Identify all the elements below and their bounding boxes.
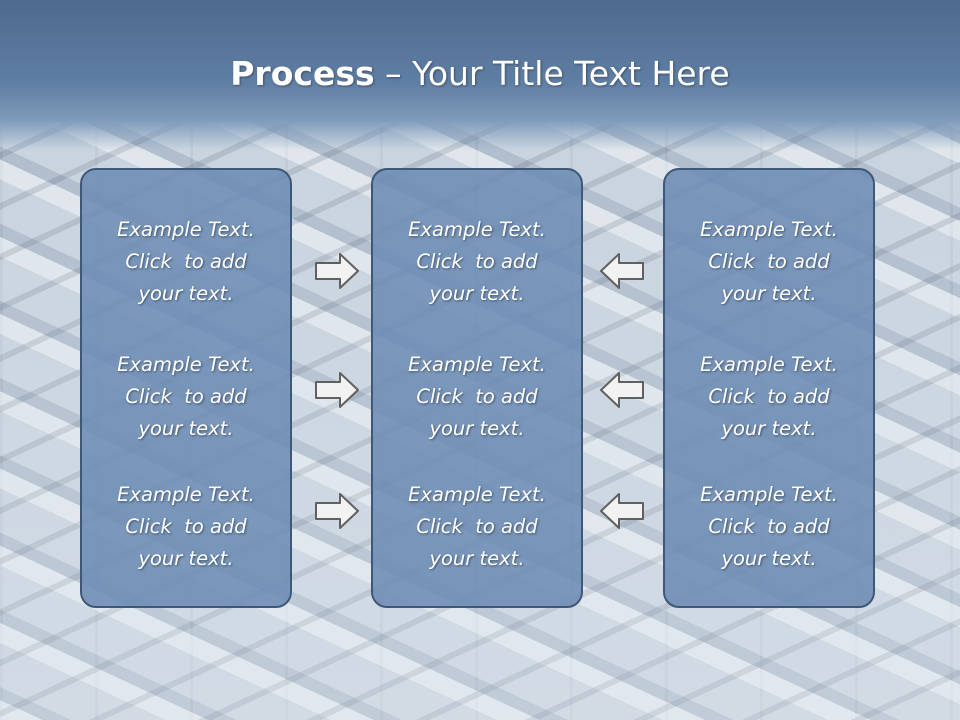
right-arrow-icon — [315, 253, 359, 289]
text-line: your text. — [429, 547, 525, 570]
right-arrow-icon — [315, 372, 359, 408]
text-line: Example Text. — [117, 218, 255, 241]
text-block[interactable]: Example Text. Click to add your text. — [665, 349, 873, 445]
slide-title-bold: Process — [230, 54, 375, 93]
text-line: Click to add — [125, 515, 247, 538]
text-line: Click to add — [416, 385, 538, 408]
text-line: Example Text. — [700, 353, 838, 376]
text-line: your text. — [429, 417, 525, 440]
text-line: your text. — [721, 547, 817, 570]
text-block[interactable]: Example Text. Click to add your text. — [665, 214, 873, 310]
left-arrow-icon — [600, 493, 644, 529]
text-line: your text. — [429, 282, 525, 305]
text-block[interactable]: Example Text. Click to add your text. — [373, 214, 581, 310]
text-line: your text. — [138, 417, 234, 440]
text-line: Example Text. — [408, 483, 546, 506]
text-line: Example Text. — [408, 353, 546, 376]
left-arrow-icon — [600, 253, 644, 289]
right-arrow-icon — [315, 493, 359, 529]
title-bar — [0, 0, 960, 150]
text-line: your text. — [138, 282, 234, 305]
process-column-left[interactable]: Example Text. Click to add your text. Ex… — [80, 168, 292, 608]
slide-title-rest: – Your Title Text Here — [374, 54, 730, 93]
text-line: your text. — [138, 547, 234, 570]
text-line: Click to add — [708, 385, 830, 408]
text-block[interactable]: Example Text. Click to add your text. — [373, 479, 581, 575]
text-block[interactable]: Example Text. Click to add your text. — [665, 479, 873, 575]
text-line: Example Text. — [117, 353, 255, 376]
text-line: Click to add — [125, 385, 247, 408]
text-line: Click to add — [416, 250, 538, 273]
text-block[interactable]: Example Text. Click to add your text. — [82, 349, 290, 445]
left-arrow-icon — [600, 372, 644, 408]
process-column-center[interactable]: Example Text. Click to add your text. Ex… — [371, 168, 583, 608]
text-line: Example Text. — [700, 483, 838, 506]
text-block[interactable]: Example Text. Click to add your text. — [82, 214, 290, 310]
process-column-right[interactable]: Example Text. Click to add your text. Ex… — [663, 168, 875, 608]
text-line: your text. — [721, 282, 817, 305]
text-line: Click to add — [708, 250, 830, 273]
text-line: your text. — [721, 417, 817, 440]
text-line: Click to add — [416, 515, 538, 538]
text-line: Click to add — [125, 250, 247, 273]
text-line: Example Text. — [700, 218, 838, 241]
text-block[interactable]: Example Text. Click to add your text. — [82, 479, 290, 575]
slide-title[interactable]: Process – Your Title Text Here — [0, 52, 960, 96]
text-line: Example Text. — [117, 483, 255, 506]
text-line: Example Text. — [408, 218, 546, 241]
text-block[interactable]: Example Text. Click to add your text. — [373, 349, 581, 445]
text-line: Click to add — [708, 515, 830, 538]
